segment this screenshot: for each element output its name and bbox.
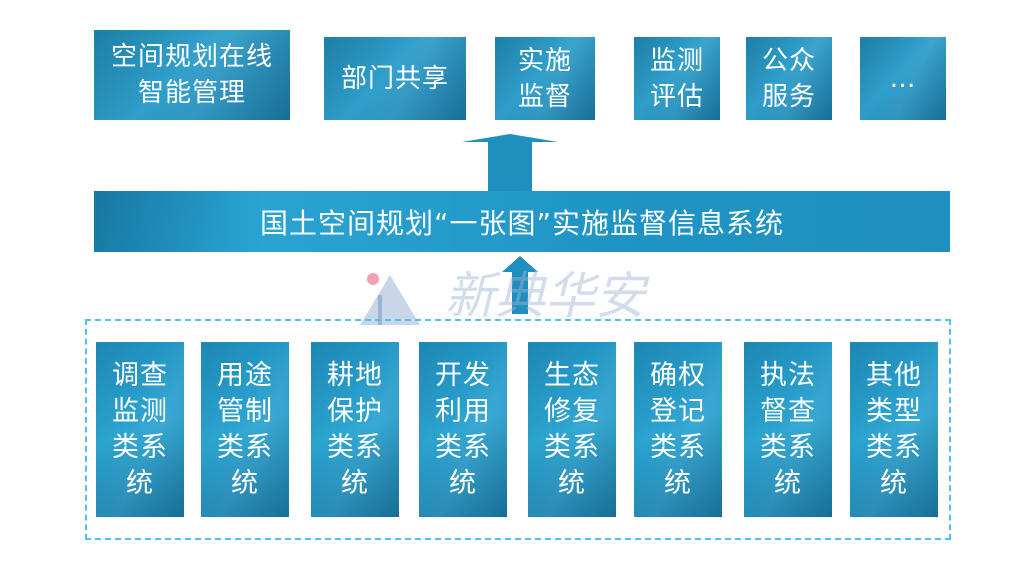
subsystem-rights-registration: 确权 登记 类系 统 — [634, 342, 722, 517]
subsystem-line: 类系 — [112, 431, 168, 463]
center-system-bar: 国土空间规划“一张图”实施监督信息系统 — [94, 191, 950, 252]
subsystem-line: 耕地 — [327, 359, 383, 391]
subsystem-line: 类型 — [866, 395, 922, 427]
subsystem-line: 督查 — [760, 395, 816, 427]
subsystem-line: 登记 — [650, 395, 706, 427]
subsystem-line: 统 — [664, 467, 692, 499]
subsystem-line: 开发 — [435, 359, 491, 391]
subsystem-line: 类系 — [866, 431, 922, 463]
top-box-line: 评估 — [649, 81, 704, 112]
top-box-line: 空间规划在线 — [110, 42, 273, 72]
subsystem-line: 统 — [449, 467, 477, 499]
top-box-public-service: 公众 服务 — [746, 37, 832, 120]
subsystem-line: 用途 — [217, 359, 273, 391]
subsystem-line: 确权 — [650, 359, 706, 391]
subsystem-line: 统 — [341, 467, 369, 499]
subsystem-line: 类系 — [650, 431, 706, 463]
top-box-line: 智能管理 — [137, 78, 246, 108]
subsystem-line: 统 — [126, 467, 154, 499]
top-box-line: 实施 — [517, 45, 572, 76]
subsystem-line: 类系 — [217, 431, 273, 463]
top-box-department-sharing: 部门共享 — [324, 37, 466, 120]
subsystem-survey-monitoring: 调查 监测 类系 统 — [96, 342, 184, 517]
top-box-line: … — [889, 63, 917, 94]
up-arrow-icon — [462, 134, 558, 192]
top-box-monitoring-evaluation: 监测 评估 — [634, 37, 720, 120]
subsystems-frame — [85, 319, 951, 540]
subsystem-use-control: 用途 管制 类系 统 — [201, 342, 289, 517]
subsystem-farmland-protection: 耕地 保护 类系 统 — [311, 342, 399, 517]
subsystem-line: 统 — [231, 467, 259, 499]
top-box-online-management: 空间规划在线 智能管理 — [94, 30, 290, 120]
subsystem-ecological-restoration: 生态 修复 类系 统 — [528, 342, 616, 517]
subsystem-line: 生态 — [544, 359, 600, 391]
subsystem-line: 监测 — [112, 395, 168, 427]
subsystem-line: 执法 — [760, 359, 816, 391]
subsystem-line: 保护 — [327, 395, 383, 427]
subsystem-line: 利用 — [435, 395, 491, 427]
subsystem-development-utilization: 开发 利用 类系 统 — [419, 342, 507, 517]
subsystem-line: 统 — [880, 467, 908, 499]
top-box-line: 公众 — [761, 45, 816, 76]
subsystem-line: 其他 — [866, 359, 922, 391]
subsystem-line: 类系 — [544, 431, 600, 463]
subsystem-line: 统 — [774, 467, 802, 499]
subsystem-line: 类系 — [327, 431, 383, 463]
subsystem-law-enforcement: 执法 督查 类系 统 — [744, 342, 832, 517]
watermark-text: 新典华安 — [445, 267, 650, 325]
subsystem-line: 管制 — [217, 395, 273, 427]
center-system-label: 国土空间规划“一张图”实施监督信息系统 — [259, 206, 784, 240]
top-box-line: 服务 — [761, 81, 816, 112]
top-box-line: 监督 — [517, 81, 572, 112]
up-arrow-small-icon — [502, 256, 538, 314]
top-box-more: … — [860, 37, 946, 120]
top-box-line: 监测 — [649, 45, 704, 76]
subsystem-line: 统 — [558, 467, 586, 499]
top-box-line: 部门共享 — [340, 63, 449, 94]
subsystem-line: 类系 — [435, 431, 491, 463]
watermark-logo: 新典华安 — [360, 267, 650, 325]
subsystem-line: 调查 — [112, 359, 168, 391]
subsystem-line: 类系 — [760, 431, 816, 463]
subsystem-line: 修复 — [544, 395, 600, 427]
subsystem-other-types: 其他 类型 类系 统 — [850, 342, 938, 517]
top-box-implementation-supervision: 实施 监督 — [495, 37, 595, 120]
